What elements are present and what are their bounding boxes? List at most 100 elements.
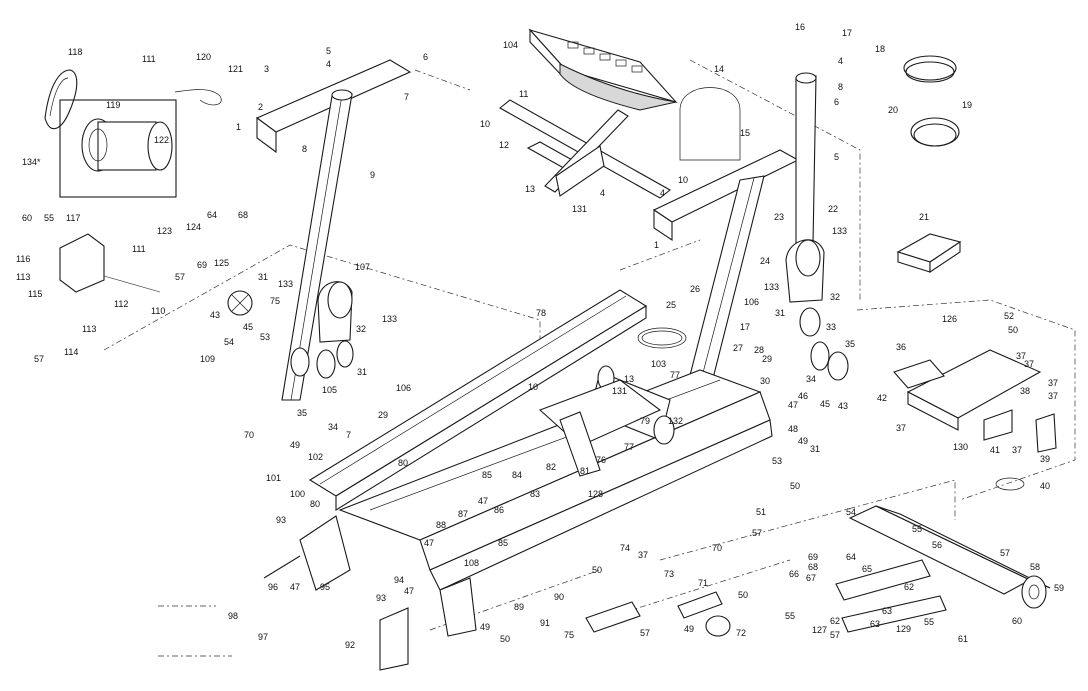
- part-label: 106: [396, 383, 411, 393]
- part-label: 47: [478, 496, 488, 506]
- part-label: 18: [875, 44, 885, 54]
- part-label: 83: [530, 489, 540, 499]
- part-label: 48: [788, 424, 798, 434]
- part-label: 31: [810, 444, 820, 454]
- part-label: 47: [424, 538, 434, 548]
- part-label: 35: [297, 408, 307, 418]
- part-label: 10: [528, 382, 538, 392]
- part-label: 13: [525, 184, 535, 194]
- part-label: 56: [932, 540, 942, 550]
- part-label: 97: [258, 632, 268, 642]
- part-label: 33: [826, 322, 836, 332]
- part-label: 57: [752, 528, 762, 538]
- part-label: 68: [808, 562, 818, 572]
- part-label: 46: [798, 391, 808, 401]
- part-label: 31: [357, 367, 367, 377]
- part-label: 119: [106, 100, 120, 110]
- part-label: 58: [1030, 562, 1040, 572]
- part-label: 103: [651, 359, 666, 369]
- part-label: 1: [654, 240, 659, 250]
- part-label: 32: [356, 324, 366, 334]
- part-label: 75: [564, 630, 574, 640]
- part-label: 39: [1040, 454, 1050, 464]
- part-label: 133: [382, 314, 397, 324]
- part-label: 92: [345, 640, 355, 650]
- part-label: 63: [882, 606, 892, 616]
- rear-base: [835, 505, 1051, 633]
- part-label: 126: [942, 314, 957, 324]
- part-label: 37: [1024, 359, 1034, 369]
- part-label: 53: [260, 332, 270, 342]
- part-label: 111: [132, 244, 146, 254]
- part-label: 120: [196, 52, 211, 62]
- part-label: 2: [258, 102, 263, 112]
- part-label: 59: [1054, 583, 1064, 593]
- part-label: 13: [624, 374, 634, 384]
- part-label: 130: [953, 442, 968, 452]
- part-label: 43: [838, 401, 848, 411]
- part-label: 55: [912, 524, 922, 534]
- part-label: 37: [896, 423, 906, 433]
- part-label: 71: [698, 578, 708, 588]
- part-label: 75: [270, 296, 280, 306]
- part-label: 37: [1048, 378, 1058, 388]
- part-label: 131: [612, 386, 627, 396]
- power-cord: [174, 89, 222, 106]
- part-label: 133: [278, 279, 293, 289]
- part-label: 77: [624, 442, 634, 452]
- part-label: 133: [832, 226, 847, 236]
- part-label: 112: [114, 299, 128, 309]
- part-label: 52: [1004, 311, 1014, 321]
- part-label: 132: [668, 416, 683, 426]
- part-label: 114: [64, 347, 78, 357]
- part-label: 106: [744, 297, 759, 307]
- right-wheels: [799, 307, 849, 381]
- part-label: 17: [842, 28, 852, 38]
- part-label: 91: [540, 618, 550, 628]
- rod: [263, 555, 301, 579]
- left-bracket: [317, 281, 353, 343]
- rings: [903, 55, 960, 147]
- part-label: 37: [1048, 391, 1058, 401]
- part-label: 43: [210, 310, 220, 320]
- part-label: 37: [638, 550, 648, 560]
- part-label: 7: [404, 92, 409, 102]
- part-label: 95: [320, 582, 330, 592]
- part-label: 32: [830, 292, 840, 302]
- part-label: 45: [820, 399, 830, 409]
- part-label: 37: [1016, 351, 1026, 361]
- battery: [896, 233, 962, 274]
- part-label: 98: [228, 611, 238, 621]
- part-label: 76: [596, 455, 606, 465]
- part-label: 34: [806, 374, 816, 384]
- part-label: 88: [436, 520, 446, 530]
- part-label: 87: [458, 509, 468, 519]
- part-label: 4: [660, 188, 665, 198]
- part-label: 134*: [22, 157, 41, 167]
- fastener-row: [158, 605, 232, 657]
- part-label: 9: [370, 170, 375, 180]
- part-label: 37: [1012, 445, 1022, 455]
- part-label: 55: [785, 611, 795, 621]
- part-label: 47: [788, 400, 798, 410]
- part-label: 66: [789, 569, 799, 579]
- part-label: 64: [207, 210, 217, 220]
- part-label: 7: [346, 430, 351, 440]
- electronics-plate: [893, 349, 1057, 491]
- part-label: 78: [536, 308, 546, 318]
- small-brackets: [585, 591, 731, 637]
- part-label: 54: [224, 337, 234, 347]
- part-label: 38: [1020, 386, 1030, 396]
- part-label: 12: [499, 140, 509, 150]
- part-label: 72: [736, 628, 746, 638]
- motor-assembly: [59, 99, 177, 198]
- part-label: 111: [142, 54, 156, 64]
- part-label: 55: [924, 617, 934, 627]
- part-label: 30: [760, 376, 770, 386]
- part-label: 74: [620, 543, 630, 553]
- part-label: 65: [862, 564, 872, 574]
- part-label: 55: [44, 213, 54, 223]
- part-label: 49: [798, 436, 808, 446]
- part-label: 82: [546, 462, 556, 472]
